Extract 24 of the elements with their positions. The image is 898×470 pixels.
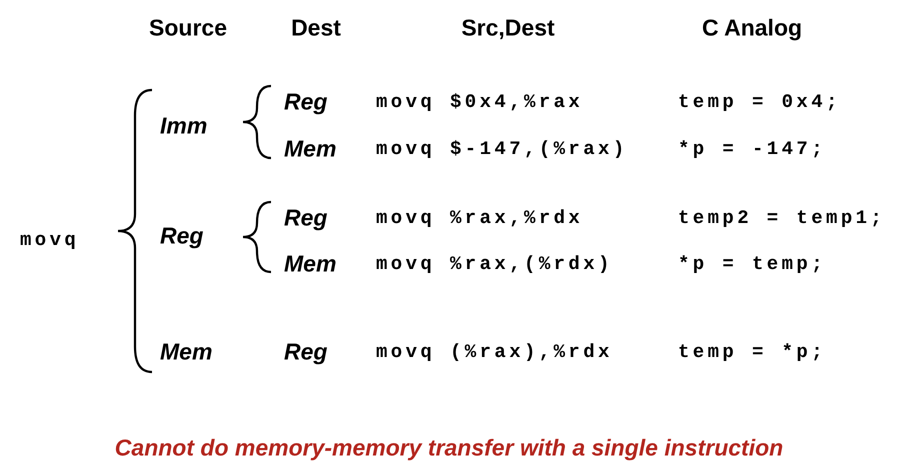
instruction-code: movq %rax,%rdx [376,207,584,229]
instruction-code: movq %rax,(%rdx) [376,253,613,275]
source-operand: Imm [160,112,208,140]
source-operand: Reg [160,222,204,250]
dest-operand: Mem [284,250,336,278]
column-header: Source [149,14,227,42]
column-header: Dest [291,14,341,42]
caption: Cannot do memory-memory transfer with a single instruction [114,434,784,462]
instruction-code: movq $0x4,%rax [376,91,584,113]
column-header: Src,Dest [461,14,555,42]
instruction-code: movq (%rax),%rdx [376,341,613,363]
dest-operand: Mem [284,136,336,162]
instruction-code: movq $-147,(%rax) [376,138,628,160]
c-code: *p = temp; [678,253,826,275]
c-code: *p = -147; [678,138,826,160]
dest-operand: Reg [284,338,328,366]
c-code: temp = 0x4; [678,91,841,113]
instruction-name: movq [20,229,80,251]
column-header: C Analog [702,14,802,42]
c-code: temp = *p; [678,341,826,363]
dest-operand: Reg [284,88,328,116]
source-operand: Mem [160,338,212,366]
dest-operand: Reg [284,204,328,232]
c-code: temp2 = temp1; [678,207,886,229]
